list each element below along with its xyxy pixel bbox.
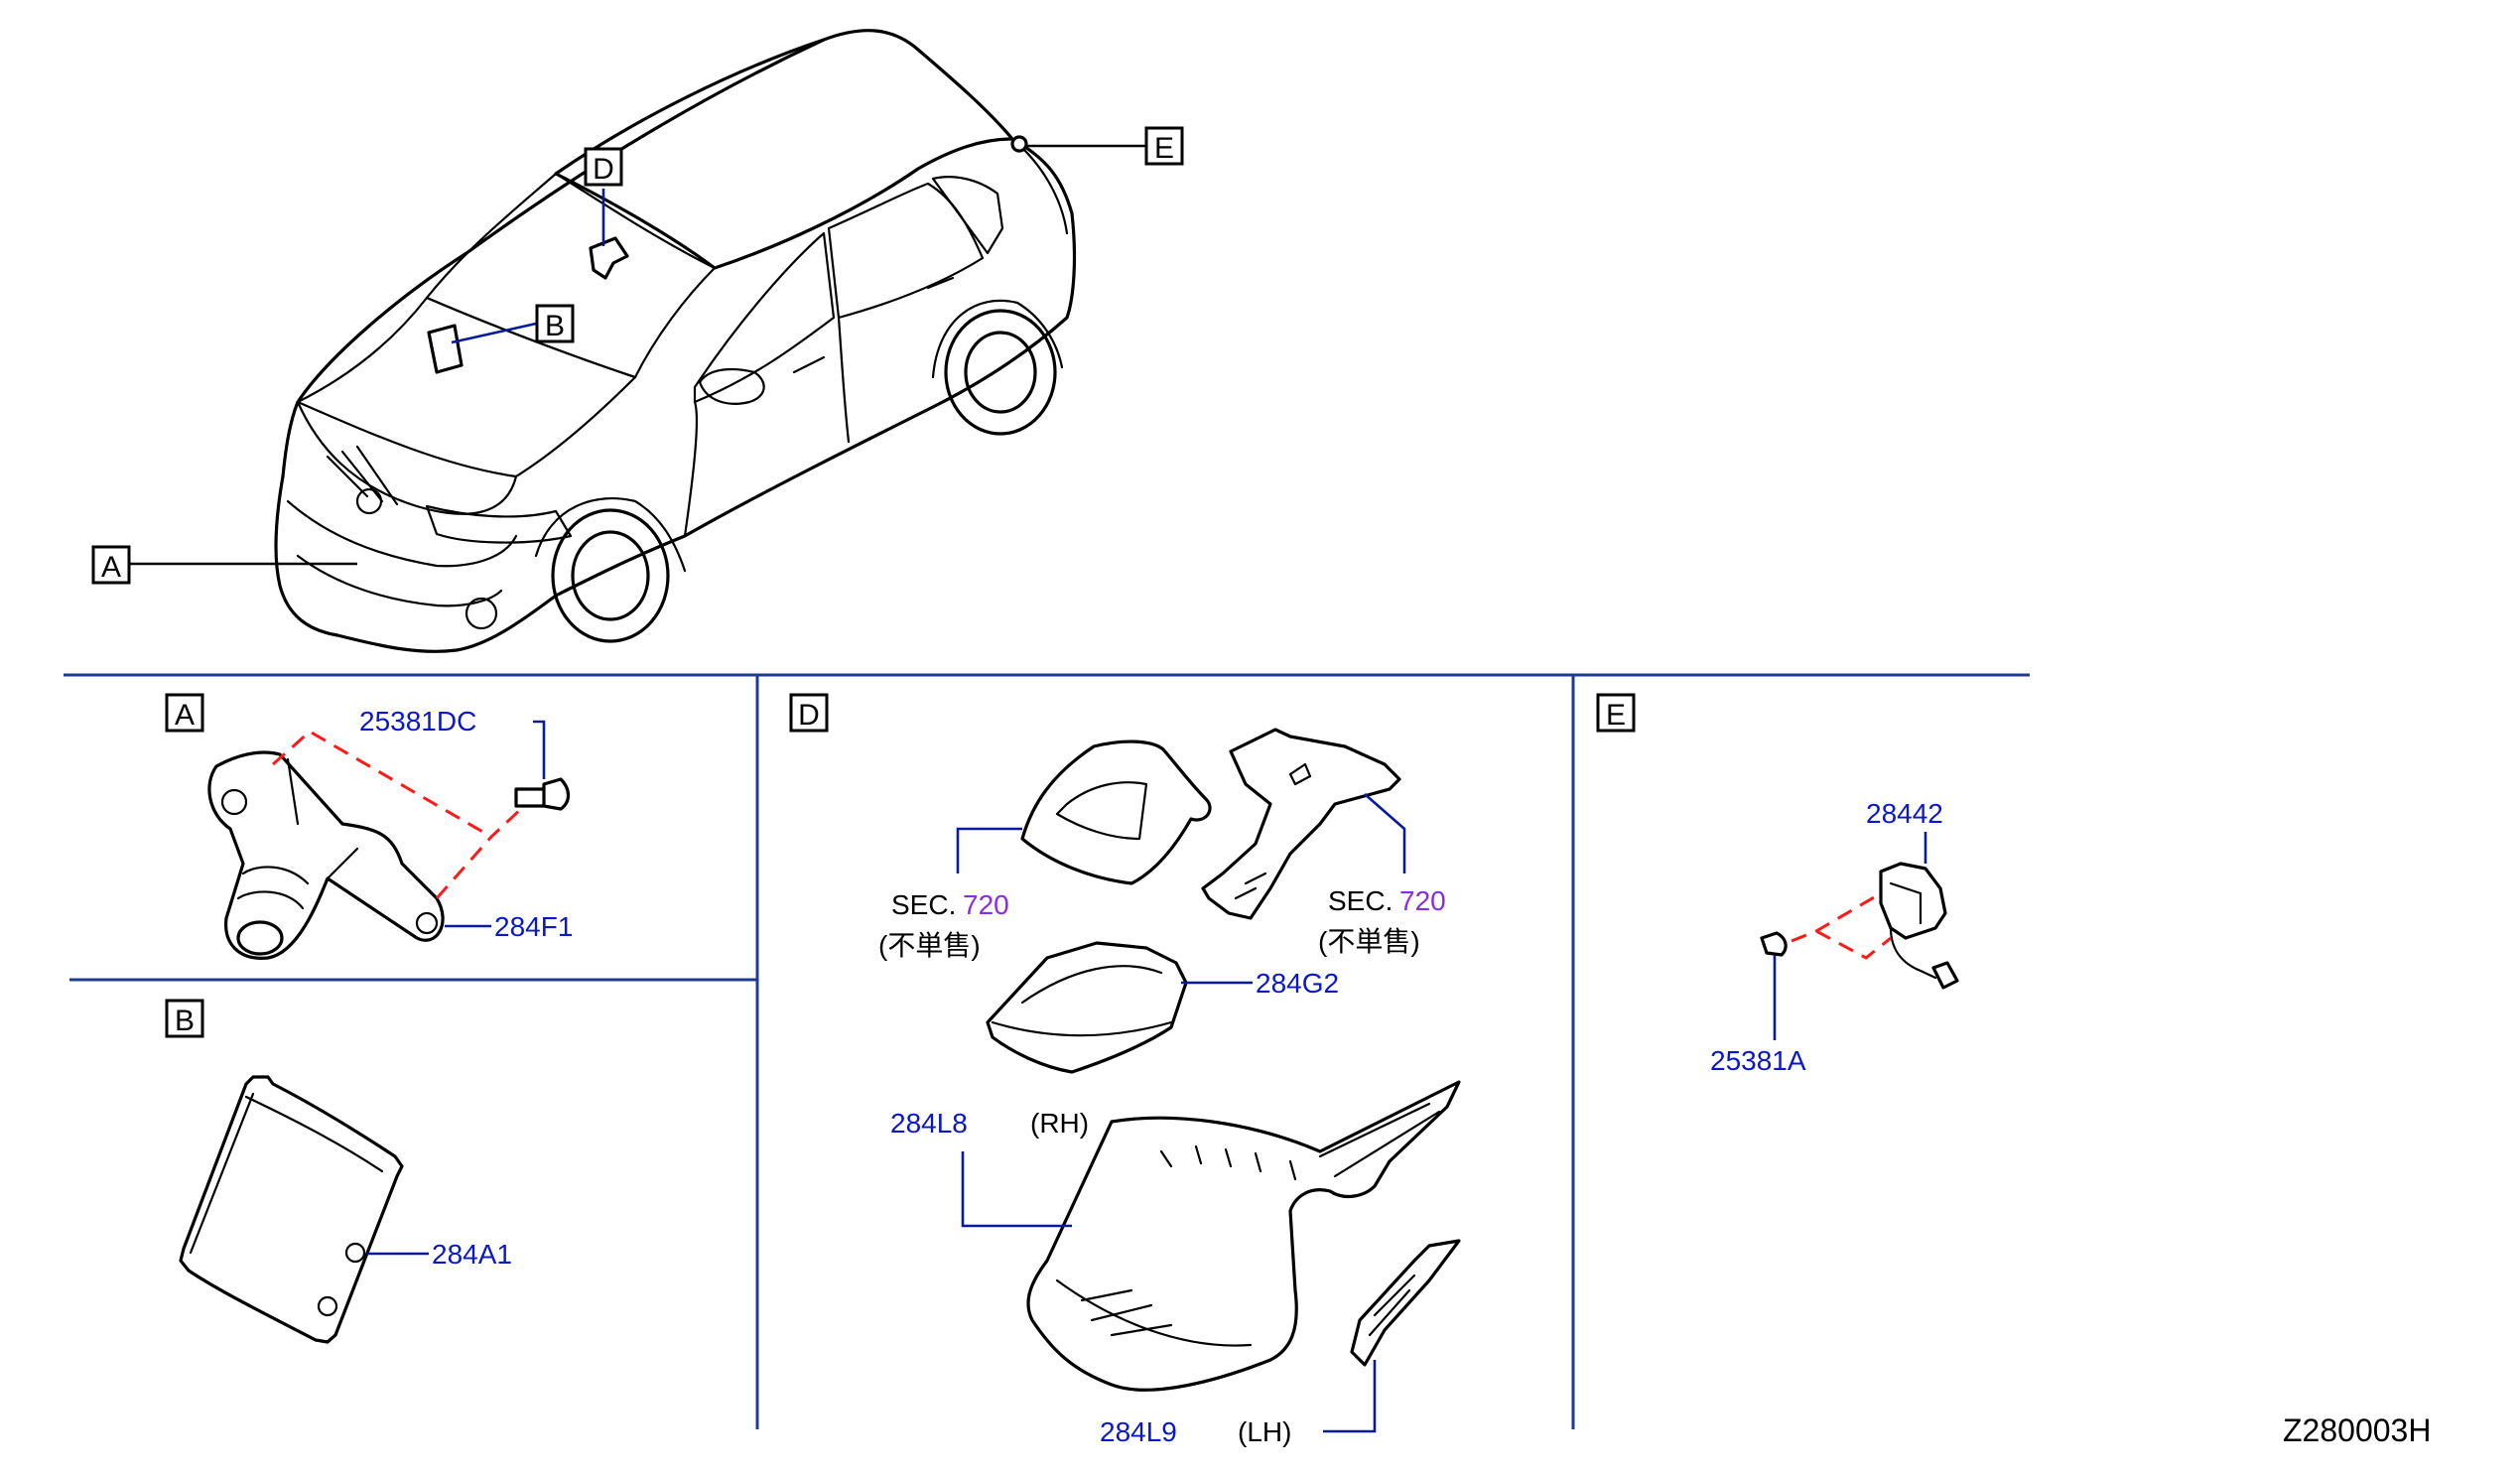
control-unit-b-marker xyxy=(427,324,464,374)
section-a-box xyxy=(165,693,204,733)
screw-25381dc xyxy=(514,777,571,811)
clip-25381a xyxy=(1760,931,1788,957)
section-b-label: B xyxy=(175,1005,195,1037)
control-module xyxy=(179,1075,404,1344)
part-284l9-lh: (LH) xyxy=(1238,1416,1291,1447)
cover-284l9 xyxy=(1350,1239,1461,1367)
sec-720-right-number[interactable]: 720 xyxy=(1399,885,1446,916)
overview-callouts: A B D E xyxy=(91,126,1184,585)
vehicle-illustration xyxy=(274,29,1077,653)
callout-label-d: D xyxy=(593,153,614,186)
panel-dividers xyxy=(64,673,2030,1429)
callout-label-a: A xyxy=(101,551,121,584)
callout-box-d xyxy=(584,147,623,187)
section-d-box xyxy=(789,693,829,733)
part-284g2[interactable]: 284G2 xyxy=(1256,968,1339,999)
callout-box-a xyxy=(91,545,131,585)
section-e: E 28442 25381A xyxy=(1596,693,1959,1076)
camera-module xyxy=(986,941,1188,1074)
callout-box-b xyxy=(535,304,575,343)
part-284a1[interactable]: 284A1 xyxy=(432,1239,512,1270)
sec-720-left-number[interactable]: 720 xyxy=(963,889,1009,920)
section-a-label: A xyxy=(175,699,195,732)
sensor-connector xyxy=(1931,961,1959,990)
camera-bracket-d xyxy=(1201,728,1401,920)
part-284l9[interactable]: 284L9 xyxy=(1100,1416,1177,1447)
callout-label-b: B xyxy=(545,310,565,342)
sec-720-right-note: (不単售) xyxy=(1318,926,1420,957)
sec-720-left-note: (不単售) xyxy=(878,930,981,961)
sec-720-right-prefix: SEC. xyxy=(1328,885,1393,916)
cover-284l8 xyxy=(1026,1080,1461,1392)
part-284l8[interactable]: 284L8 xyxy=(890,1108,968,1139)
sensor-e-marker xyxy=(1010,135,1028,153)
drawing-id: Z280003H xyxy=(2283,1412,2431,1448)
windshield-pad xyxy=(1020,739,1212,885)
camera-d-marker xyxy=(589,236,629,280)
section-e-box xyxy=(1596,693,1636,733)
sensor-28442 xyxy=(1879,862,1947,940)
part-284f1[interactable]: 284F1 xyxy=(494,911,573,942)
section-d: D SEC. 720 (不単售) SEC. 720 (不単售) 284G2 28… xyxy=(789,693,1461,1447)
section-a: A 25381DC 284F1 xyxy=(165,693,573,960)
part-28442[interactable]: 28442 xyxy=(1866,798,1943,829)
part-25381a[interactable]: 25381A xyxy=(1710,1045,1806,1076)
sec-720-left-prefix: SEC. xyxy=(891,889,956,920)
camera-lens xyxy=(236,920,284,956)
part-284l8-rh: (RH) xyxy=(1030,1108,1089,1139)
section-b: B 284A1 xyxy=(165,999,512,1344)
part-25381dc[interactable]: 25381DC xyxy=(359,706,476,737)
section-e-label: E xyxy=(1606,699,1626,732)
callout-label-e: E xyxy=(1154,132,1174,165)
section-d-label: D xyxy=(798,699,820,732)
section-b-box xyxy=(165,999,204,1038)
callout-box-e xyxy=(1144,126,1184,166)
